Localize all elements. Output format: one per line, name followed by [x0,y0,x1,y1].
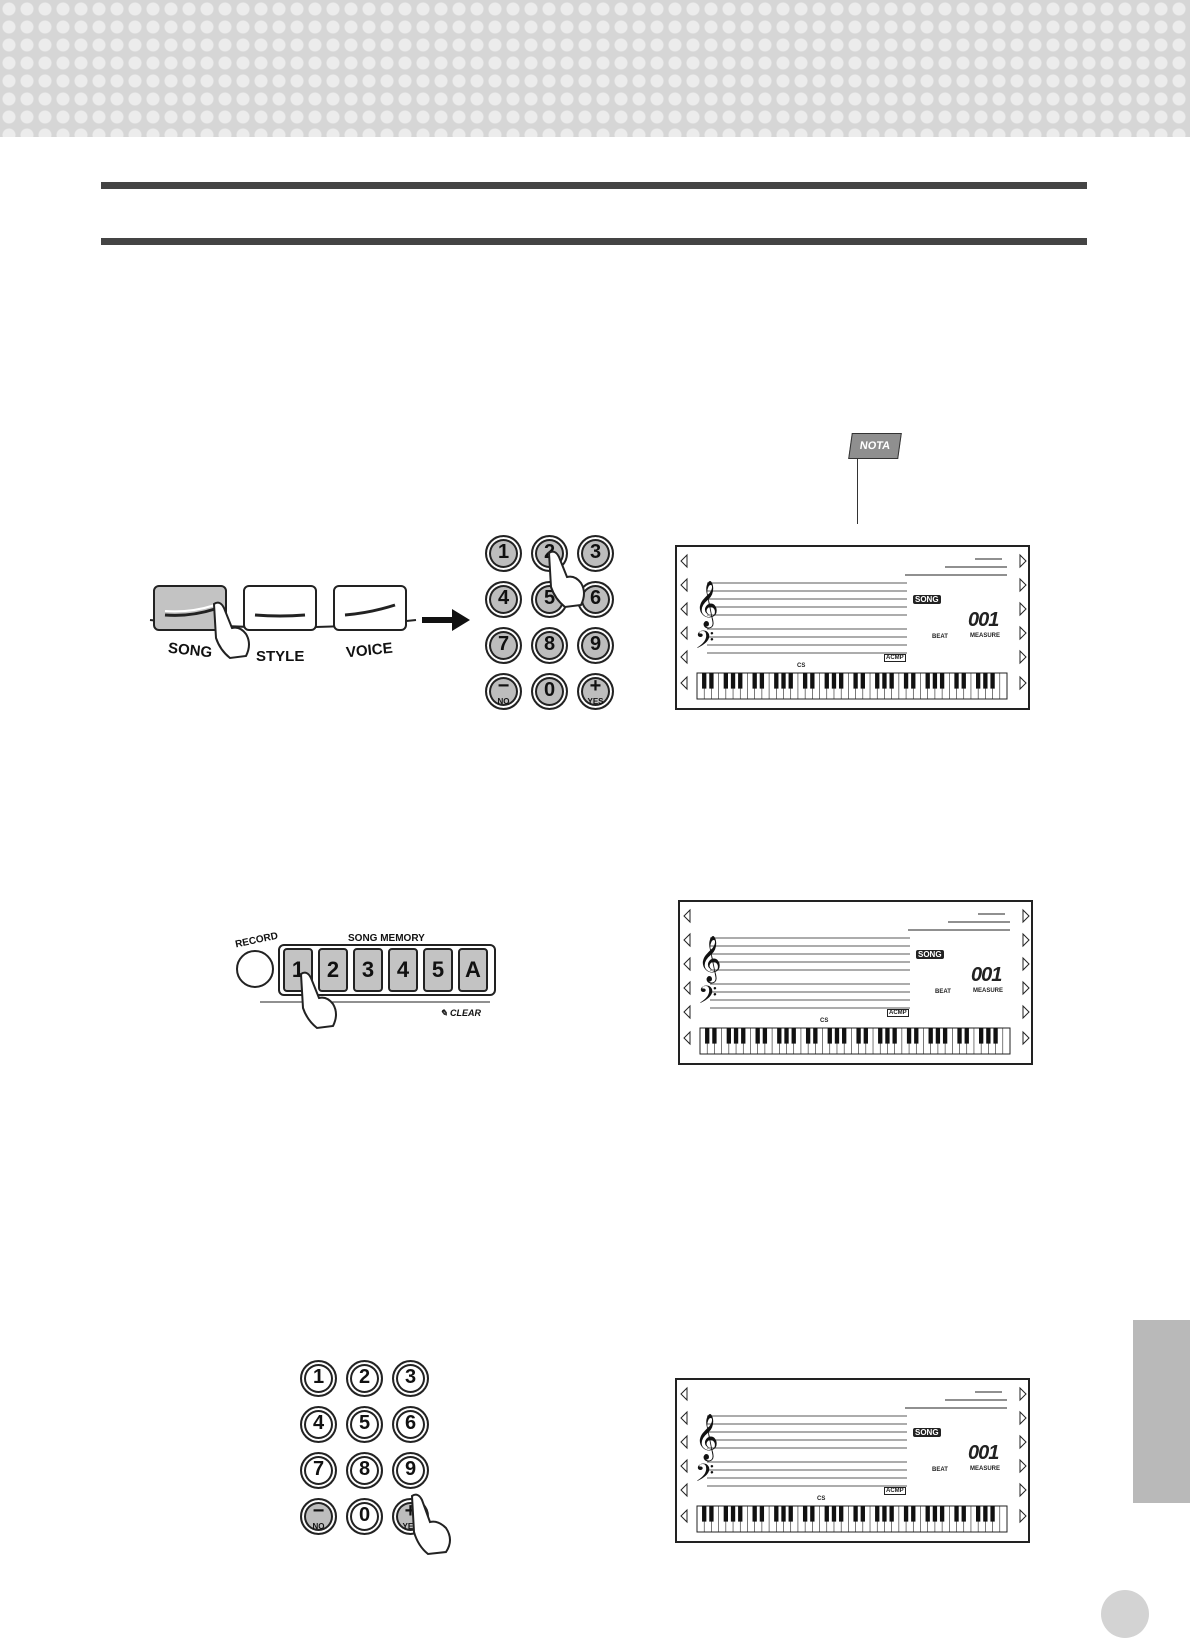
header-band [0,0,1190,137]
record-label: RECORD [234,930,280,951]
key-no[interactable]: −NO [300,1498,337,1535]
lcd-graphics: 𝄞𝄢 [680,553,1027,700]
lcd-graphics: 𝄞𝄢 [683,908,1030,1055]
pointing-hand-icon [410,1493,451,1556]
song-memory-button-2[interactable]: 2 [318,948,348,992]
key-1[interactable]: 1 [485,535,522,572]
page-number-badge [1101,1590,1149,1638]
lcd-measure-value: 001 [971,964,1002,986]
right-arrow-icon [422,609,470,631]
voice-button[interactable] [333,585,407,631]
song-memory-frame [278,944,496,996]
lcd-measure-value: 001 [968,609,999,631]
key-4[interactable]: 4 [485,581,522,618]
pointing-hand-icon [299,971,337,1030]
no-label: NO [312,1522,325,1531]
keypad-step3: 1 2 3 4 5 6 7 8 9 −NO 0 +YES [298,1360,458,1560]
style-button[interactable] [243,585,317,631]
lcd-graphics: 𝄞𝄢 [680,1386,1027,1533]
key-3[interactable]: 3 [577,535,614,572]
svg-text:𝄢: 𝄢 [698,981,717,1016]
chapter-side-tab [1133,1320,1190,1503]
lcd-acmp-label: ACMP [887,1009,909,1017]
key-0[interactable]: 0 [531,673,568,710]
lcd-acmp-label: ACMP [884,654,906,662]
style-label: STYLE [256,648,305,665]
lcd-measure-label: MEASURE [970,1466,1001,1472]
lcd-measure-label: MEASURE [970,633,1001,639]
lcd-cs-label: CS [797,663,806,669]
title-rule-top [101,182,1087,189]
lcd-acmp-label: ACMP [884,1487,906,1495]
lcd-display-3: 𝄞𝄢 SONG 001 BEAT MEASURE ACMP CS [675,1378,1030,1543]
key-9[interactable]: 9 [392,1452,429,1489]
song-memory-button-a[interactable]: A [458,948,488,992]
plus-glyph: + [589,675,602,697]
svg-text:𝄞: 𝄞 [695,581,719,629]
record-button[interactable] [236,950,274,988]
no-label: NO [497,697,510,706]
key-8[interactable]: 8 [531,627,568,664]
plus-glyph: + [404,1500,417,1522]
minus-glyph: − [497,675,510,697]
key-0[interactable]: 0 [346,1498,383,1535]
lcd-display-2: 𝄞𝄢 SONG 001 BEAT MEASURE ACMP CS [678,900,1033,1065]
nota-label: NOTA [848,433,902,459]
mode-panel: SONG STYLE VOICE [148,580,418,670]
key-no[interactable]: −NO [485,673,522,710]
keypad-step1: 1 2 3 4 5 6 7 8 9 −NO 0 +YES [483,535,623,720]
pointing-hand-icon [212,601,250,660]
lcd-cs-label: CS [817,1496,826,1502]
yes-label: YES [402,1522,419,1531]
key-5[interactable]: 5 [346,1406,383,1443]
svg-text:𝄢: 𝄢 [695,1459,714,1494]
lcd-song-icon: SONG [916,950,944,959]
song-memory-button-5[interactable]: 5 [423,948,453,992]
key-6[interactable]: 6 [392,1406,429,1443]
lcd-measure-label: MEASURE [973,988,1004,994]
key-9[interactable]: 9 [577,627,614,664]
song-memory-button-4[interactable]: 4 [388,948,418,992]
song-memory-title: SONG MEMORY [348,933,425,944]
nota-leader-line [857,458,858,524]
song-memory-panel: RECORD SONG MEMORY 1 2 3 4 5 A ✎ CLEAR [230,930,500,1030]
title-rule-bottom [101,238,1087,245]
song-memory-button-3[interactable]: 3 [353,948,383,992]
key-1[interactable]: 1 [300,1360,337,1397]
yes-label: YES [587,697,604,706]
key-7[interactable]: 7 [300,1452,337,1489]
key-3[interactable]: 3 [392,1360,429,1397]
lcd-cs-label: CS [820,1018,829,1024]
minus-glyph: − [312,1500,325,1522]
key-8[interactable]: 8 [346,1452,383,1489]
key-2[interactable]: 2 [346,1360,383,1397]
lcd-beat-label: BEAT [932,634,948,640]
svg-text:𝄢: 𝄢 [695,626,714,661]
lcd-beat-label: BEAT [935,989,951,995]
svg-text:𝄞: 𝄞 [695,1414,719,1462]
clear-label: ✎ CLEAR [440,1008,482,1018]
pointing-hand-icon [547,550,585,609]
svg-text:𝄞: 𝄞 [698,936,722,984]
lcd-beat-label: BEAT [932,1467,948,1473]
key-4[interactable]: 4 [300,1406,337,1443]
key-yes[interactable]: +YES [577,673,614,710]
lcd-song-icon: SONG [913,1428,941,1437]
key-7[interactable]: 7 [485,627,522,664]
lcd-display-1: 𝄞𝄢 SONG 001 BEAT MEASURE ACMP CS [675,545,1030,710]
lcd-measure-value: 001 [968,1442,999,1464]
clear-text: CLEAR [450,1008,482,1018]
lcd-song-icon: SONG [913,595,941,604]
song-memory-baseline [260,1001,490,1003]
